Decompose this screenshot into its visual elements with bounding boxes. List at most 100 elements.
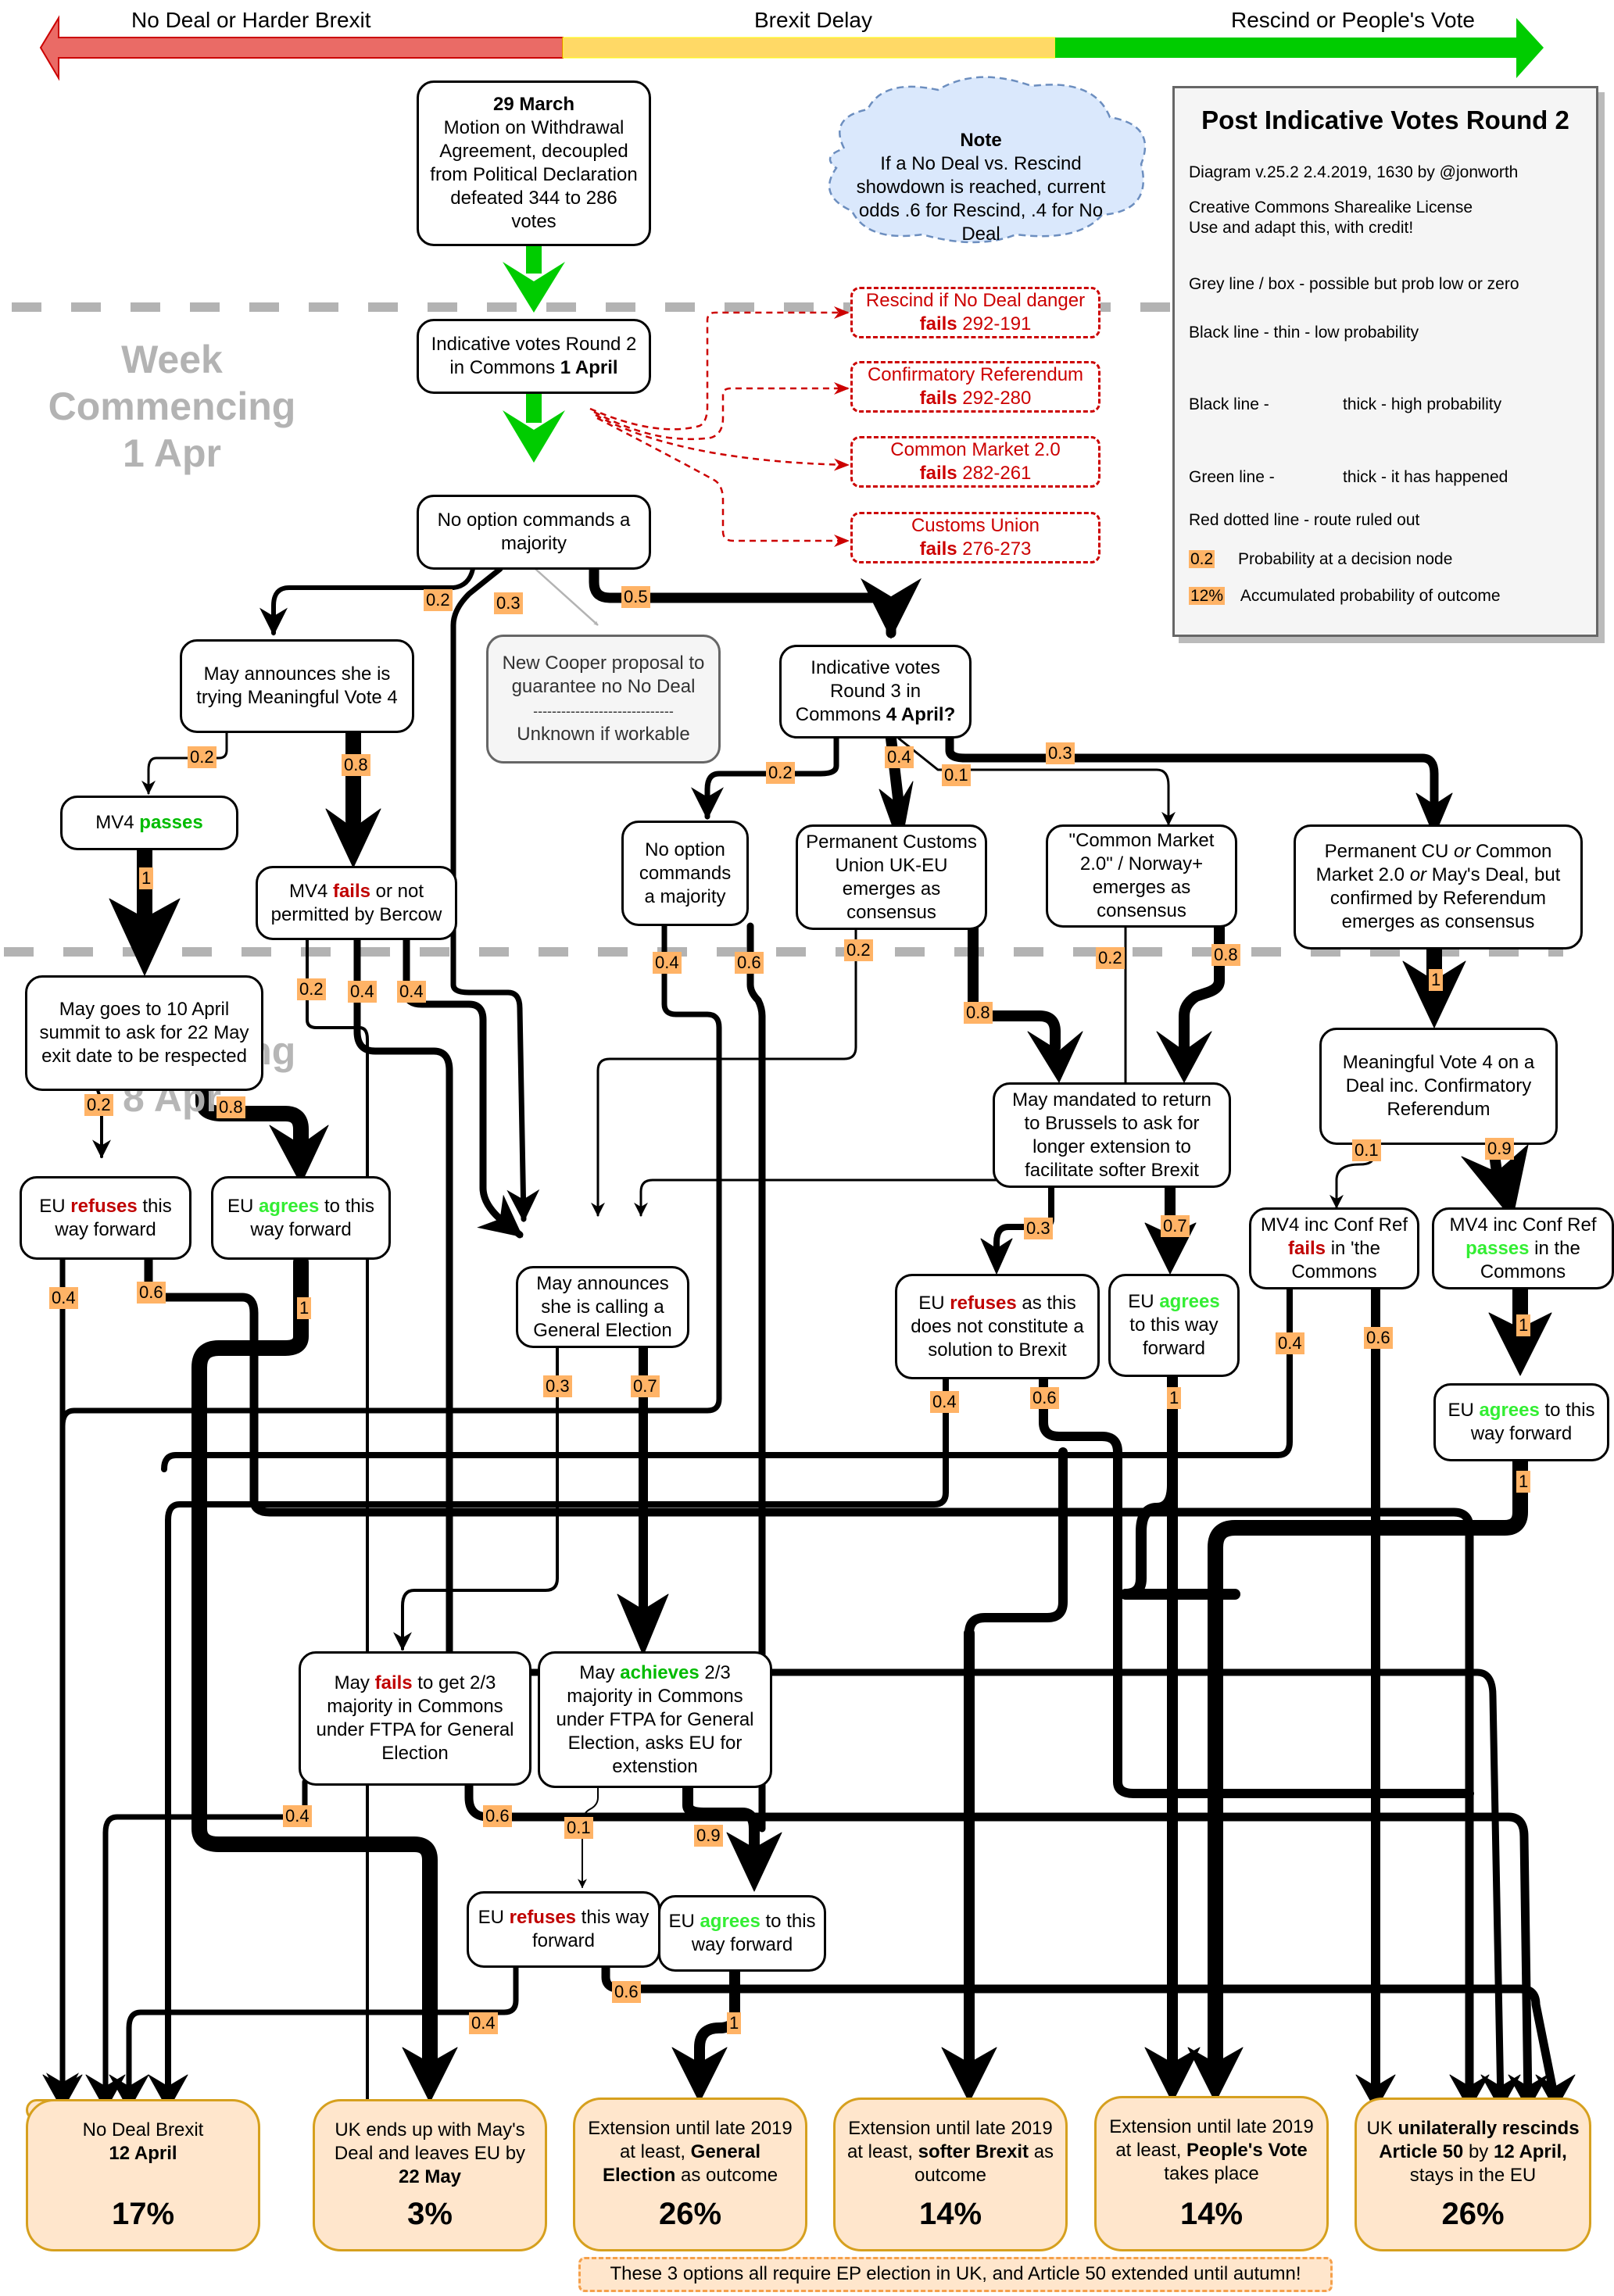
node-cu-cm-deal-referendum: Permanent CU or Common Market 2.0 or May… bbox=[1294, 824, 1583, 950]
node-mv4-passes: MV4 passes bbox=[60, 796, 238, 850]
node-eu-refuses-2: EU refuses as this does not constitute a… bbox=[895, 1274, 1100, 1379]
probability-label-p-mv4-pass: 0.2 bbox=[188, 746, 217, 768]
perm-cu-text: Permanent Customs Union UK-EU emerges as… bbox=[806, 831, 977, 923]
outcome-pv-a: Extension until late 2019 at least, bbox=[1109, 2116, 1314, 2161]
probability-label-p-a23-agr: 0.9 bbox=[694, 1825, 723, 1847]
node-ivr3-no-option: No option commands a majority bbox=[621, 821, 749, 926]
ivr3-text: Indicative votes Round 3 in Commons bbox=[795, 657, 940, 725]
eu-agree4-b: agrees bbox=[700, 1911, 760, 1932]
cm2-fails-votes: 282-261 bbox=[957, 463, 1032, 484]
probability-label-p-conf-fail: 0.1 bbox=[1352, 1139, 1381, 1161]
outcome-rescind-e: stays in the EU bbox=[1409, 2165, 1537, 2186]
legend-prob-desc: Probability at a decision node bbox=[1238, 550, 1453, 568]
outcome-softer-pct: 14% bbox=[918, 2197, 982, 2231]
outcome-ge-c: as outcome bbox=[675, 2165, 778, 2186]
probability-label-p-ref-mv4: 1 bbox=[1429, 969, 1444, 991]
edge-eu-refuse2-06 bbox=[1039, 1371, 1474, 1798]
probability-label-p-none-a: 0.4 bbox=[653, 952, 682, 974]
outcome-softer-c: as outcome bbox=[914, 2141, 1054, 2186]
week1-line3: 1 Apr bbox=[123, 431, 221, 475]
node-permanent-customs-union: Permanent Customs Union UK-EU emerges as… bbox=[796, 824, 987, 930]
edge-ivr3-to-cm2 bbox=[897, 737, 1176, 826]
may-mv4-text: May announces she is trying Meaningful V… bbox=[196, 663, 398, 708]
perm-cu-ref-c: May's Deal, but confirmed by Referendum … bbox=[1329, 864, 1561, 932]
spectrum-middle-label: Brexit Delay bbox=[754, 8, 872, 32]
eu-agree2-c: to this way forward bbox=[1129, 1314, 1219, 1359]
perm-cu-ref-a: Permanent CU bbox=[1324, 841, 1455, 862]
probability-label-p-ivr3-cm2: 0.1 bbox=[942, 764, 971, 786]
legend-green-a: Green line - bbox=[1189, 468, 1275, 486]
cm2-fails-word: fails bbox=[919, 463, 957, 484]
outcome-mays-deal: UK ends up with May's Deal and leaves EU… bbox=[313, 2099, 547, 2251]
mv4-conf-pass-b: passes bbox=[1465, 1237, 1530, 1259]
week-label-1: Week Commencing 1 Apr bbox=[47, 336, 297, 477]
node-cooper-proposal: New Cooper proposal to guarantee no No D… bbox=[486, 635, 721, 764]
node-eu-refuses-3: EU refuses this way forward bbox=[467, 1891, 660, 1968]
eu-agree1-c: to this way forward bbox=[250, 1195, 375, 1240]
legend-red: Red dotted line - route ruled out bbox=[1189, 511, 1420, 529]
probability-label-p-ge-ach: 0.7 bbox=[631, 1375, 660, 1397]
legend-black-thick-a: Black line - bbox=[1189, 395, 1269, 413]
outcome-mays-deal-date: 22 May bbox=[398, 2166, 462, 2187]
note-cloud bbox=[828, 76, 1147, 244]
outcome-rescind-pct: 26% bbox=[1441, 2197, 1505, 2231]
note-body: If a No Deal vs. Rescind showdown is rea… bbox=[856, 153, 1106, 245]
ivr2-date: 1 April bbox=[560, 357, 618, 378]
cu-fails-word: fails bbox=[919, 538, 957, 560]
no-option-text: No option commands a majority bbox=[437, 510, 631, 554]
rescind-fails-word: fails bbox=[919, 313, 957, 334]
may-achieves-23-a: May bbox=[579, 1661, 621, 1683]
edge-no-option-to-general-election bbox=[450, 566, 540, 1223]
eu-agree4-a: EU bbox=[668, 1911, 700, 1932]
probability-label-p-agr2: 1 bbox=[1167, 1387, 1182, 1409]
may-fails-23-b: fails bbox=[374, 1672, 413, 1693]
edge-ivr3-to-ref-consensus bbox=[945, 734, 1439, 814]
probability-label-p-fail-a: 0.2 bbox=[297, 978, 326, 1000]
week1-line2: Commencing bbox=[48, 384, 296, 428]
edge-eu-agree1-1 bbox=[191, 1254, 438, 2071]
legend-acc-row: 12% Accumulated probability of outcome bbox=[1189, 586, 1501, 606]
edge-ivr3-none-04 bbox=[59, 923, 722, 2105]
outcome-rescind-b: unilaterally rescinds Article 50 bbox=[1379, 2118, 1580, 2162]
edge-cm2-08 bbox=[1179, 921, 1225, 1053]
node-eu-agrees-3: EU agrees to this way forward bbox=[1433, 1383, 1609, 1461]
outcome-no-deal-pct: 17% bbox=[111, 2197, 175, 2231]
confref-fails-word: fails bbox=[919, 388, 957, 409]
probability-label-p-ref2-a: 0.4 bbox=[930, 1391, 959, 1413]
edge-achieve23-to-eu-agree4 bbox=[682, 1780, 760, 1858]
probability-label-p-f23-b: 0.6 bbox=[483, 1805, 512, 1827]
spectrum-green-arrow bbox=[1055, 18, 1544, 78]
probability-label-p-ivr3-cu: 0.4 bbox=[885, 746, 914, 768]
eu-refuse3-a: EU bbox=[478, 1907, 510, 1928]
outcome-general-election: Extension until late 2019 at least, Gene… bbox=[573, 2098, 807, 2251]
eu-agree2-a: EU bbox=[1128, 1291, 1160, 1312]
probability-label-p-agr1: 1 bbox=[297, 1297, 312, 1319]
probability-label-p-cm2-b: 0.8 bbox=[1211, 944, 1240, 966]
probability-label-p-no-ivr3: 0.5 bbox=[621, 586, 650, 608]
node-may-brussels-extension: May mandated to return to Brussels to as… bbox=[993, 1082, 1231, 1188]
cooper-status: Unknown if workable bbox=[517, 724, 690, 745]
probability-label-p-mv4-fail: 0.8 bbox=[342, 754, 370, 776]
outcome-ge-b: General Election bbox=[602, 2141, 761, 2186]
eu-agree4-c: to this way forward bbox=[691, 1911, 816, 1955]
node-may-achieves-two-thirds: May achieves 2/3 majority in Commons und… bbox=[538, 1651, 772, 1788]
ep-election-footnote: These 3 options all require EP election … bbox=[578, 2257, 1333, 2292]
cooper-text: New Cooper proposal to guarantee no No D… bbox=[502, 653, 705, 697]
may-fails-23-a: May bbox=[334, 1672, 375, 1693]
node-mv4-conf-passes: MV4 inc Conf Ref passes in the Commons bbox=[1432, 1207, 1614, 1289]
edge-eu-refuse2-04 bbox=[165, 1372, 949, 2105]
probability-label-p-ref3-a: 0.6 bbox=[612, 1981, 641, 2003]
node-eu-agrees-2: EU agrees to this way forward bbox=[1108, 1274, 1240, 1377]
perm-cu-ref-or1: or bbox=[1454, 841, 1471, 862]
legend-acc-desc: Accumulated probability of outcome bbox=[1240, 587, 1501, 605]
outcome-rescind: UK unilaterally rescinds Article 50 by 1… bbox=[1355, 2098, 1591, 2251]
probability-label-p-ref1-b: 0.6 bbox=[137, 1282, 166, 1304]
mv4-conf-pass-c: in the Commons bbox=[1480, 1237, 1580, 1282]
edge-perm-cu-08 bbox=[968, 921, 1061, 1053]
mv4-fail-word: fails bbox=[332, 880, 370, 902]
